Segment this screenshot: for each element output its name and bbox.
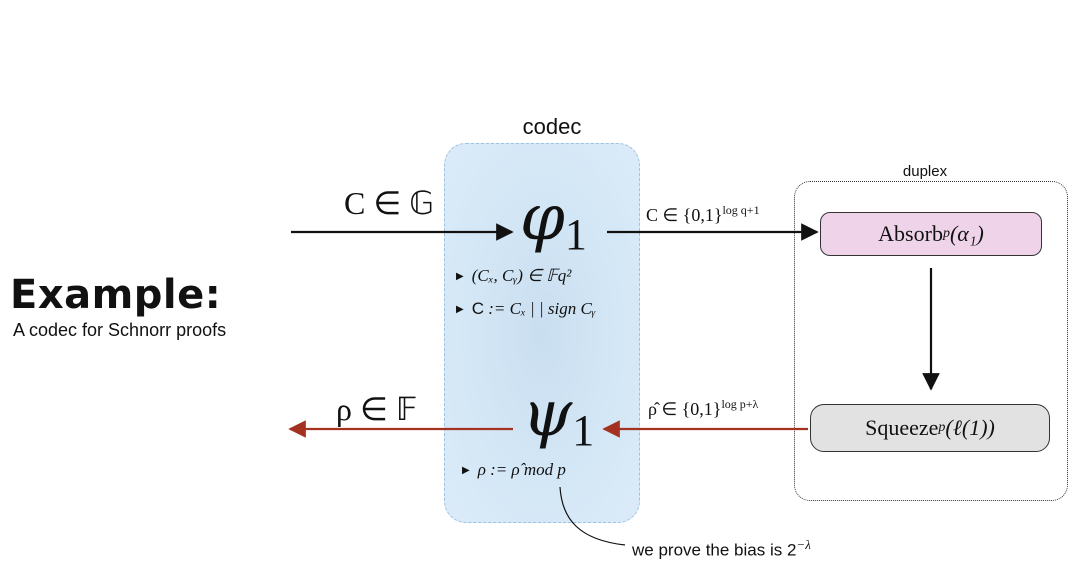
bullet-marker: ▶ xyxy=(462,465,470,476)
phi-letter: φ xyxy=(520,181,565,255)
bullet-marker: ▶ xyxy=(456,304,464,315)
label-c-bits: C ∈ {0,1}log q+1 xyxy=(646,203,760,226)
codec-bullet-2-prefix: C xyxy=(471,299,484,318)
squeeze-arg: (ℓ(1)) xyxy=(945,415,995,440)
example-title: Example: xyxy=(10,272,222,318)
absorb-label: Absorb xyxy=(878,221,943,246)
bias-note-text: we prove the bias is 2 xyxy=(632,540,797,560)
bias-note: we prove the bias is 2−λ xyxy=(632,537,811,561)
absorb-sup: p xyxy=(942,226,950,241)
codec-bullet-1-text: (Cₓ, Cᵧ) ∈ 𝔽q² xyxy=(471,266,572,285)
codec-bullet-2: ▶ C := Cₓ | | sign Cᵧ xyxy=(456,299,596,319)
bullet-marker: ▶ xyxy=(456,271,464,282)
duplex-box xyxy=(794,181,1068,501)
label-rhohat-bits-base: ρ̂ ∈ {0,1} xyxy=(648,399,722,419)
label-rhohat-bits: ρ̂ ∈ {0,1}log p+λ xyxy=(648,397,758,420)
label-rhohat-bits-exp: log p+λ xyxy=(721,397,759,411)
label-c-bits-base: C ∈ {0,1} xyxy=(646,205,723,225)
label-c-in-g: C ∈ 𝔾 xyxy=(344,185,435,221)
note-connector xyxy=(559,486,626,546)
codec-bullet-2-text: := Cₓ | | sign Cᵧ xyxy=(488,299,596,318)
psi-subscript: 1 xyxy=(572,406,595,455)
label-c-bits-exp: log q+1 xyxy=(722,203,760,217)
label-rho-in-f: ρ ∈ 𝔽 xyxy=(336,391,418,427)
example-subtitle: A codec for Schnorr proofs xyxy=(13,320,227,340)
codec-bullet-1: ▶ (Cₓ, Cᵧ) ∈ 𝔽q² xyxy=(456,266,571,286)
psi-letter: ψ xyxy=(522,377,573,451)
phi-1-symbol: φ1 xyxy=(520,186,587,259)
psi-1-symbol: ψ1 xyxy=(522,382,594,455)
absorb-arg: (α₁) xyxy=(949,221,984,246)
codec-bullet-3: ▶ ρ := ρ̂ mod p xyxy=(462,460,566,480)
phi-subscript: 1 xyxy=(564,210,587,259)
squeeze-sup: p xyxy=(938,420,946,435)
bias-note-exp: −λ xyxy=(796,537,811,552)
codec-label: codec xyxy=(522,114,582,139)
codec-bullet-3-text: ρ := ρ̂ mod p xyxy=(477,460,566,479)
duplex-label: duplex xyxy=(902,163,948,180)
squeeze-label: Squeeze xyxy=(865,415,939,440)
codec-box xyxy=(444,143,640,523)
